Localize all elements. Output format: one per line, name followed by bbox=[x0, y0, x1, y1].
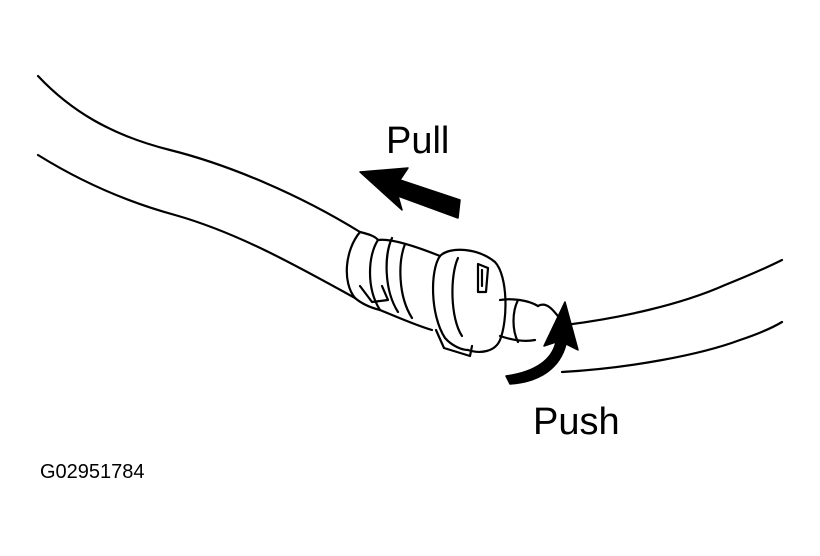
pull-label: Pull bbox=[386, 120, 450, 162]
left-hose-lower-edge bbox=[36, 153, 357, 300]
right-hose-upper-edge bbox=[563, 258, 784, 327]
connector-body bbox=[376, 238, 442, 332]
figure-code: G02951784 bbox=[40, 461, 145, 483]
curved-up-arrow-icon bbox=[505, 301, 579, 385]
left-hose-upper-edge bbox=[36, 74, 362, 234]
push-label: Push bbox=[533, 401, 620, 443]
retainer-clip bbox=[438, 248, 507, 353]
tube-stub bbox=[498, 298, 540, 308]
left-arrow-icon bbox=[359, 167, 461, 219]
right-hose-lower-edge bbox=[560, 320, 784, 374]
hose-ferrule bbox=[345, 230, 362, 300]
